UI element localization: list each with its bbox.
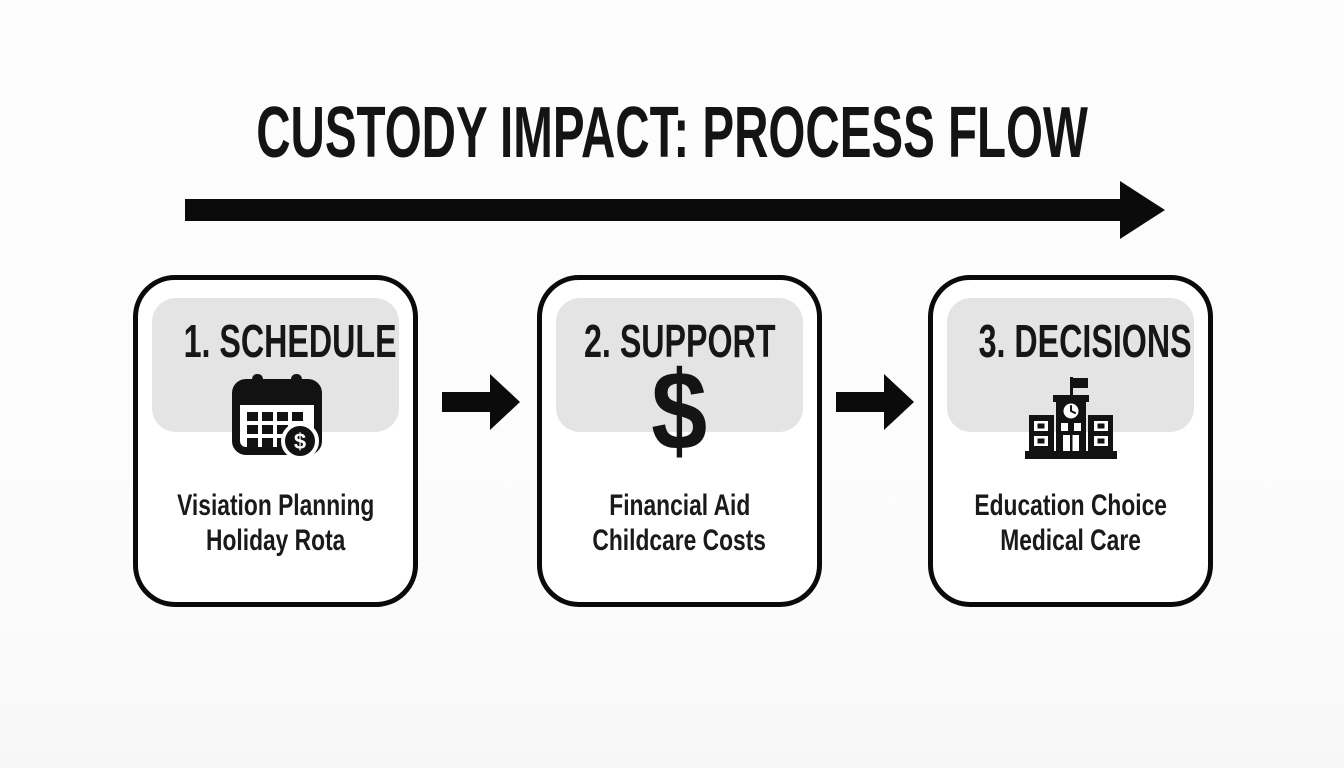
school-building-icon-svg [1024, 377, 1117, 459]
detail-line: Education Choice [974, 489, 1167, 522]
page-title-text: CUSTODY IMPACT: PROCESS FLOW [256, 93, 1088, 173]
step-decisions-title-text: 3. DECISIONS [978, 315, 1192, 367]
detail-line: Financial Aid [608, 489, 751, 522]
calendar-dollar-icon: $ [228, 373, 324, 463]
step-schedule-title: 1. SCHEDULE [138, 314, 413, 368]
dollar-sign-glyph: $ [651, 348, 708, 473]
school-building-icon [1023, 373, 1119, 463]
step-schedule-title-text: 1. SCHEDULE [183, 315, 397, 367]
calendar-dollar-icon-svg: $ [231, 374, 322, 460]
connector-arrow-2-head [884, 374, 914, 430]
calendar-badge-glyph: $ [293, 429, 305, 454]
flow-arrow-shaft [185, 199, 1123, 221]
step-support-title-text: 2. SUPPORT [583, 315, 776, 367]
step-decisions-details: Education Choice Medical Care [933, 488, 1208, 558]
step-box-schedule: 1. SCHEDULE $ [133, 275, 418, 607]
connector-arrow-1-shaft [442, 392, 490, 412]
detail-line: Holiday Rota [205, 524, 346, 557]
step-support-title: 2. SUPPORT [542, 314, 817, 368]
dollar-sign-icon: $ [542, 338, 817, 484]
step-box-support: 2. SUPPORT $ Financial Aid Childcare Cos… [537, 275, 822, 607]
page-title: CUSTODY IMPACT: PROCESS FLOW [0, 92, 1344, 174]
detail-line: Medical Care [1000, 524, 1141, 557]
step-decisions-title: 3. DECISIONS [933, 314, 1208, 368]
detail-line: Childcare Costs [592, 524, 767, 557]
step-support-header-panel [556, 298, 803, 432]
step-support-details: Financial Aid Childcare Costs [542, 488, 817, 558]
flow-arrow-head [1120, 181, 1165, 239]
step-box-decisions: 3. DECISIONS [928, 275, 1213, 607]
connector-arrow-1-head [490, 374, 520, 430]
step-schedule-details: Visiation Planning Holiday Rota [138, 488, 413, 558]
connector-arrow-2-shaft [836, 392, 884, 412]
detail-line: Visiation Planning [176, 489, 375, 522]
